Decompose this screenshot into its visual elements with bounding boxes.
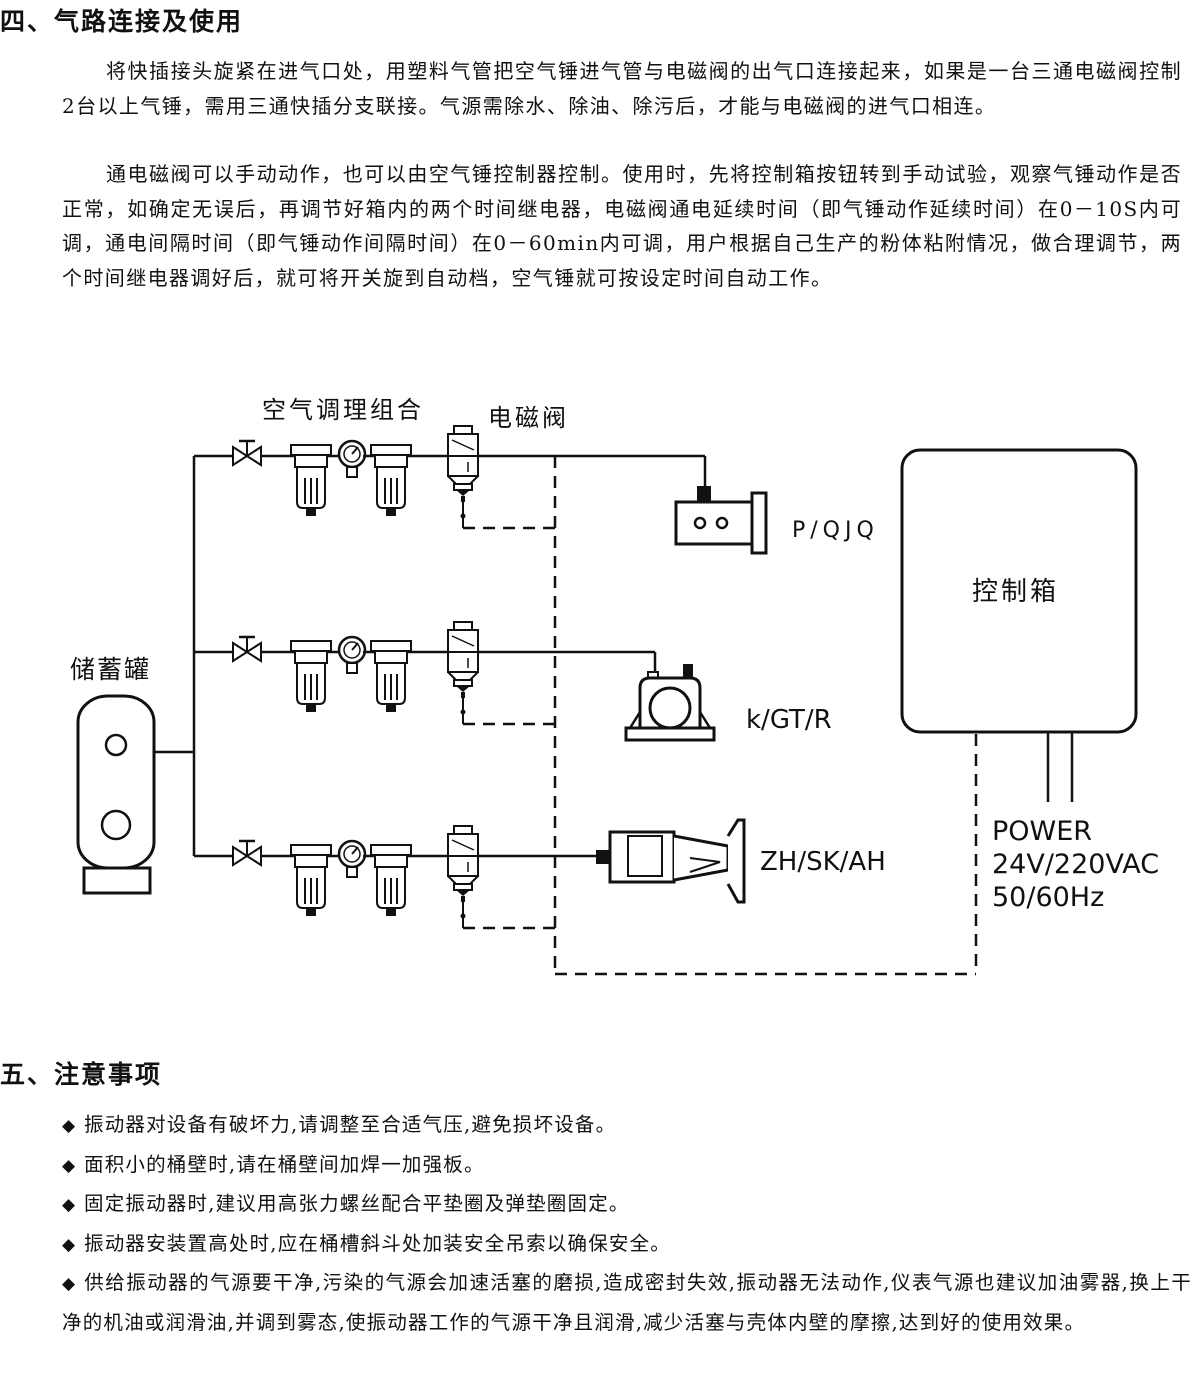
solenoid-valve-icon [447,825,479,929]
list-item: ◆供给振动器的气源要干净,污染的气源会加速活塞的磨损,造成密封失效,振动器无法动… [62,1264,1192,1341]
ball-valve-icon [231,439,263,467]
note-text: 面积小的桶壁时,请在桶壁间加焊一加强板。 [84,1152,485,1176]
hammer-kgtr-icon [624,664,716,742]
section-4-paragraph-2: 通电磁阀可以手动动作，也可以由空气锤控制器控制。使用时，先将控制箱按钮转到手动试… [62,162,1182,290]
ball-valve-icon [231,839,263,867]
note-text: 振动器对设备有破坏力,请调整至合适气压,避免损坏设备。 [84,1113,617,1136]
solenoid-label: 电磁阀 [488,404,569,432]
solenoid-valve-icon [447,425,479,529]
control-wiring [463,456,978,976]
pneumatic-connection-diagram: 储蓄罐 空气调理组合 电磁阀 P/QJQ [70,396,1159,976]
diamond-bullet-icon: ◆ [62,1234,77,1255]
solenoid-valve-icon [447,621,479,725]
power-frequency-label: 50/60Hz [992,882,1104,913]
list-item: ◆ 振动器对设备有破坏力,请调整至合适气压,避免损坏设备。 [62,1106,1192,1146]
list-item: ◆ 面积小的桶壁时,请在桶壁间加焊一加强板。 [62,1146,1192,1186]
section-5-title: 五、注意事项 [0,1060,163,1089]
notes-list: ◆ 振动器对设备有破坏力,请调整至合适气压,避免损坏设备。 ◆ 面积小的桶壁时,请在… [62,1106,1192,1341]
power-voltage-label: 24V/220VAC [992,849,1159,880]
list-item: ◆ 固定振动器时,建议用高张力螺丝配合平垫圈及弹垫圈固定。 [62,1185,1192,1225]
diamond-bullet-icon: ◆ [62,1116,77,1136]
note-text: 固定振动器时,建议用高张力螺丝配合平垫圈及弹垫圈固定。 [84,1192,630,1215]
diamond-bullet-icon: ◆ [62,1155,77,1176]
power-label: POWER [992,816,1092,847]
ball-valve-icon [231,635,263,663]
air-treatment-unit-icon [289,635,413,714]
control-box-label: 控制箱 [972,577,1059,607]
hammer-3-label: ZH/SK/AH [760,847,886,877]
note-text: 振动器安装置高处时,应在桶槽斜斗处加装安全吊索以确保安全。 [84,1231,671,1255]
hammer-zhskah-icon [596,818,746,904]
diamond-bullet-icon: ◆ [62,1274,77,1294]
hammer-2-label: k/GT/R [746,705,832,735]
power-cable [1046,732,1074,802]
section-4-title: 四、气路连接及使用 [0,7,244,36]
note-text: 供给振动器的气源要干净,污染的气源会加速活塞的磨损,造成密封失效,振动器无法动作… [62,1271,1192,1334]
tank-label: 储蓄罐 [70,655,151,684]
air-treatment-unit-icon [289,439,413,518]
list-item: ◆ 振动器安装置高处时,应在桶槽斜斗处加装安全吊索以确保安全。 [62,1225,1192,1265]
storage-tank [76,694,156,895]
hammer-pqjq-icon [674,486,768,555]
section-4-paragraph-1: 将快插接头旋紧在进气口处，用塑料气管把空气锤进气管与电磁阀的出气口连接起来，如果… [62,59,1182,118]
hammer-1-label: P/QJQ [792,518,879,543]
air-treatment-unit-icon [289,839,413,918]
diamond-bullet-icon: ◆ [62,1195,77,1215]
control-box [900,448,1138,734]
air-treatment-label: 空气调理组合 [262,396,424,424]
